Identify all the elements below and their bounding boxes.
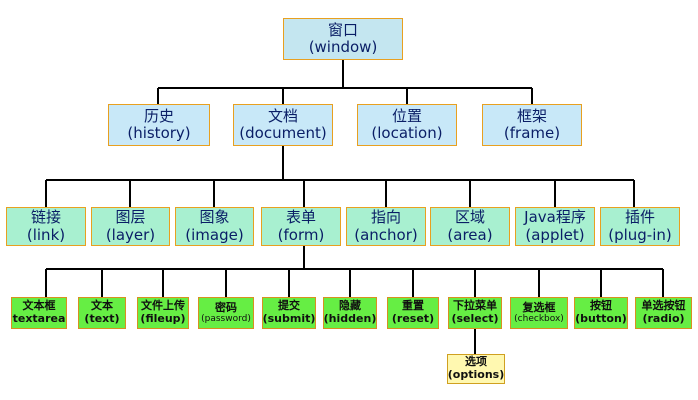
node-window-en: (window) [308,38,378,56]
node-plug-in-zh: 插件 [624,208,655,227]
node-fileup-zh: 文件上传 [141,299,185,313]
node-area-zh: 区域 [454,208,485,227]
node-textarea: 文本框 (textarea) [11,297,67,329]
node-radio-en: (radio) [642,312,685,325]
node-textarea-zh: 文本框 [22,299,56,313]
node-history-en: (history) [127,124,191,142]
node-hidden-zh: 隐藏 [339,299,361,313]
node-checkbox: 复选框 (checkbox) [510,297,568,329]
node-checkbox-en: (checkbox) [514,314,564,325]
node-layer-zh: 图层 [115,208,146,227]
node-select-zh: 下拉菜单 [453,299,497,313]
node-reset-zh: 重置 [402,299,424,313]
node-image-en: (image) [185,225,244,244]
node-plug-in: 插件 (plug-in) [600,207,680,246]
node-reset: 重置 (reset) [387,297,439,329]
node-layer-en: (layer) [105,225,156,244]
node-document-zh: 文档 [267,106,298,125]
node-hidden: 隐藏 (hidden) [323,297,377,329]
node-text-zh: 文本 [91,299,113,313]
node-anchor: 指向 (anchor) [346,207,426,246]
node-select-en: (select) [451,312,499,325]
node-frame-en: (frame) [503,124,561,142]
node-image: 图象 (image) [175,207,254,246]
node-frame: 框架 (frame) [482,104,582,146]
node-link-en: (link) [26,225,66,244]
node-text: 文本 (text) [78,297,126,329]
node-fileup-en: (fileup) [140,312,186,325]
node-window-zh: 窗口 [327,20,358,39]
node-document-en: (document) [239,124,327,142]
node-options-en: (options) [447,368,505,381]
node-submit-zh: 提交 [278,299,300,313]
node-button-zh: 按钮 [590,299,612,313]
node-text-en: (text) [84,312,120,325]
node-area-en: (area) [447,225,493,244]
node-fileup: 文件上传 (fileup) [137,297,189,329]
node-button: 按钮 (button) [574,297,628,329]
node-radio-zh: 单选按钮 [641,299,686,313]
node-submit: 提交 (submit) [262,297,316,329]
node-layer: 图层 (layer) [91,207,170,246]
node-textarea-en: (textarea) [12,312,66,325]
node-window: 窗口 (window) [283,18,403,60]
node-location: 位置 (location) [357,104,457,146]
node-form: 表单 (form) [261,207,341,246]
node-options-zh: 选项 [465,355,487,369]
node-area: 区域 (area) [430,207,510,246]
node-submit-en: (submit) [262,312,316,325]
node-link: 链接 (link) [6,207,86,246]
node-applet-zh: Java程序 [524,208,586,227]
node-password-en: (password) [201,314,251,325]
node-select: 下拉菜单 (select) [448,297,502,329]
node-location-en: (location) [371,124,443,142]
node-image-zh: 图象 [199,208,230,227]
node-anchor-en: (anchor) [354,225,418,244]
node-form-zh: 表单 [285,208,316,227]
node-document: 文档 (document) [233,104,333,146]
node-history: 历史 (history) [108,104,210,146]
node-frame-zh: 框架 [516,106,547,125]
node-applet: Java程序 (applet) [515,207,595,246]
node-password-zh: 密码 [215,300,237,314]
node-history-zh: 历史 [143,106,174,125]
node-password: 密码 (password) [198,297,254,329]
node-checkbox-zh: 复选框 [522,300,556,314]
node-applet-en: (applet) [525,225,585,244]
node-plug-in-en: (plug-in) [608,225,672,244]
node-options: 选项 (options) [447,354,505,384]
node-reset-en: (reset) [391,312,435,325]
node-form-en: (form) [277,225,325,244]
node-location-zh: 位置 [391,106,422,125]
node-link-zh: 链接 [30,208,61,227]
node-anchor-zh: 指向 [370,208,401,227]
node-button-en: (button) [575,312,627,325]
node-hidden-en: (hidden) [323,312,377,325]
node-radio: 单选按钮 (radio) [635,297,692,329]
